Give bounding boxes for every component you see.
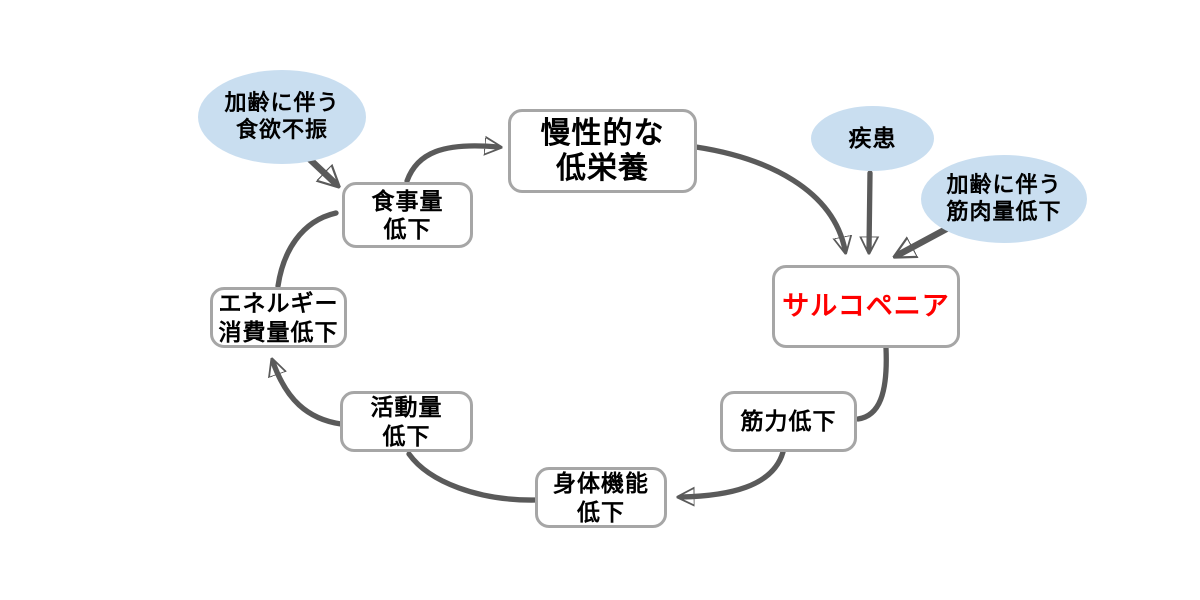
connector-energy-to-meal: [275, 210, 339, 289]
node-energy-expenditure-decline: エネルギー 消費量低下: [210, 287, 347, 348]
connector-physical-to-activity: [406, 451, 539, 503]
node-label-line: 低下: [382, 422, 431, 449]
node-label-line: 加齢に伴う: [224, 90, 340, 116]
node-label-line: 筋力低下: [740, 408, 837, 435]
arrow-muscle-to-sarcopenia: [898, 223, 954, 255]
arrow-activity-to-energy: [273, 362, 344, 427]
node-label-line: 食事量: [371, 187, 444, 214]
node-chronic-malnutrition: 慢性的な 低栄養: [508, 109, 697, 193]
node-meal-intake-decline: 食事量 低下: [342, 182, 473, 248]
node-label-line: 身体機能: [553, 470, 649, 497]
node-label-line: 筋肉量低下: [946, 199, 1062, 224]
node-age-related-appetite-loss: 加齢に伴う 食欲不振: [198, 70, 366, 164]
arrow-meal-to-malnutrition: [404, 146, 498, 184]
node-label-line: 低栄養: [556, 152, 649, 185]
node-physical-function-decline: 身体機能 低下: [535, 467, 667, 528]
node-age-related-muscle-mass-decline: 加齢に伴う 筋肉量低下: [921, 155, 1087, 243]
node-label-line: 慢性的な: [540, 116, 665, 150]
arrow-strength-to-physical: [681, 449, 786, 497]
node-label-line: 加齢に伴う: [946, 172, 1062, 198]
arrow-disease-to-sarcopenia: [869, 170, 870, 250]
node-sarcopenia: サルコペニア: [772, 265, 960, 348]
connector-sarcopenia-to-strength: [855, 345, 889, 422]
arrow-malnutrition-to-sarcopenia: [693, 144, 845, 250]
node-activity-level-decline: 活動量 低下: [340, 391, 473, 452]
node-label-line: 低下: [577, 498, 625, 525]
node-label-line: 低下: [383, 216, 432, 242]
node-label-line: 消費量低下: [218, 318, 339, 345]
node-label-line: サルコペニア: [782, 291, 950, 322]
node-muscle-strength-decline: 筋力低下: [720, 391, 857, 452]
node-disease: 疾患: [811, 106, 934, 171]
node-label-line: 疾患: [848, 125, 897, 152]
node-label-line: エネルギー: [218, 290, 339, 317]
node-label-line: 活動量: [370, 394, 443, 421]
node-label-line: 食欲不振: [235, 117, 328, 142]
